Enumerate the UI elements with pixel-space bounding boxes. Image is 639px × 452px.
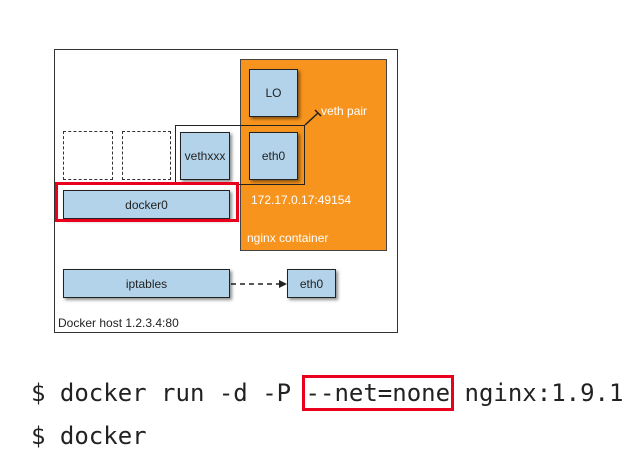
docker0-highlight-box [55,182,239,222]
veth-pair-pointer [304,112,319,126]
veth-pair-label: veth pair [321,104,368,118]
iptables-box: iptables [63,269,230,298]
net-none-highlight: --net=none [301,375,455,411]
host-eth0-interface: eth0 [287,269,336,298]
connector-lines [231,109,322,288]
veth-pair-pointer-tick [314,109,322,117]
command-suffix: nginx:1.9.1 [450,379,624,407]
container-address: 172.17.0.17:49154 [251,193,352,207]
host-label: Docker host 1.2.3.4:80 [58,316,179,330]
arrow-head-icon [279,280,287,288]
command-prefix: $ docker run -d -P [31,379,306,407]
lo-interface: LO [249,69,298,117]
veth-pair-outline [175,125,305,185]
container-label: nginx container [247,231,329,245]
veth-interface: vethxxx [180,132,230,180]
command-line: $ docker run -d -P --net=none nginx:1.9.… [31,375,624,411]
container-eth0-interface: eth0 [249,132,298,180]
placeholder-interface-1 [63,131,113,180]
docker0-bridge: docker0 [63,190,230,219]
placeholder-interface-2 [122,131,171,180]
command-next-line: $ docker [31,422,147,450]
